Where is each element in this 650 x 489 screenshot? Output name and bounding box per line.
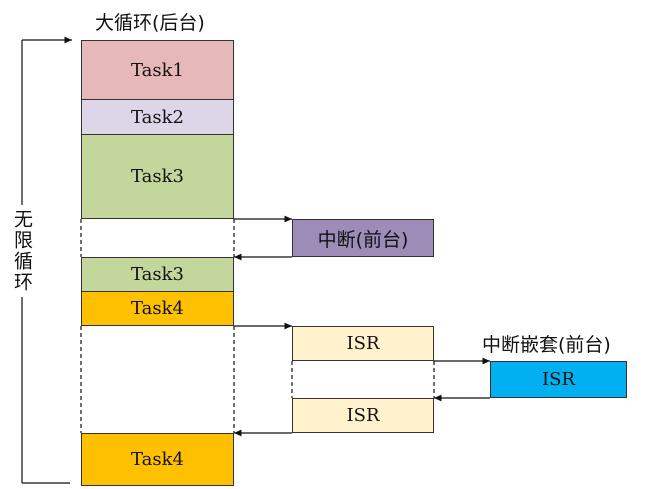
nested-isr-block: ISR [490,361,627,398]
infinite-loop-label: 无限循环 [9,205,36,297]
nested-interrupt-label: 中断嵌套(前台) [482,334,611,356]
isr-gap-dashes [291,361,435,398]
task4-block: Task4 [81,291,234,326]
task3-block: Task3 [81,134,234,219]
main-gap-dashes [80,219,235,433]
isr-block-bottom: ISR [292,398,434,433]
task2-block: Task2 [81,99,234,135]
task4-resume-block: Task4 [81,433,234,486]
task3-resume-block: Task3 [81,257,234,292]
isr-block-top: ISR [292,326,434,361]
background-loop-label: 大循环(后台) [95,12,205,34]
task1-block: Task1 [81,40,234,100]
interrupt-block: 中断(前台) [292,219,434,257]
